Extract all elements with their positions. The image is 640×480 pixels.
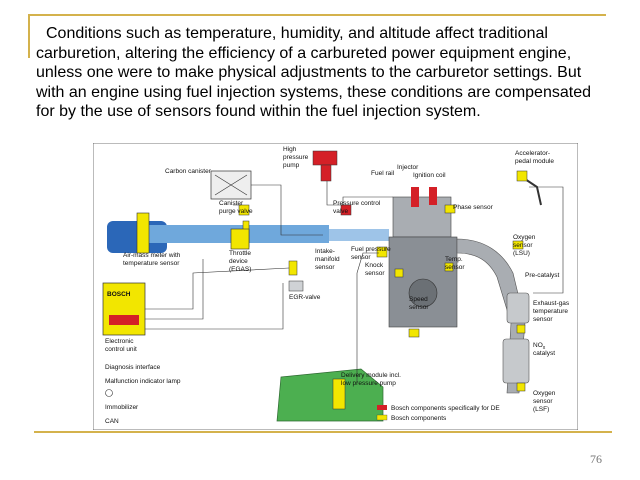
label-oxygen-lsu-2: sensor [513,242,533,249]
label-high-pressure-pump-3: pump [283,162,300,169]
exhaust-gas-temp-sensor [516,324,526,334]
label-air-mass-2: temperature sensor [123,260,180,267]
label-canister-purge-1: Canister [219,200,244,207]
label-oxygen-lsf-1: Oxygen [533,390,556,397]
label-knock-2: sensor [365,270,385,277]
fuel-injection-diagram: BOSCH Carbon canister High pressure pump… [93,143,578,430]
phase-sensor [444,204,456,214]
label-speed-2: sensor [409,304,429,311]
label-can: CAN [105,418,119,425]
label-delivery-2: low pressure pump [341,380,396,387]
label-delivery-1: Delivery module incl. [341,372,401,379]
canister-purge-valve [238,204,250,216]
label-nox-catalyst-2: catalyst [533,350,555,357]
label-nox-catalyst-1: NOx [533,342,546,351]
engine-block [388,196,458,328]
slide-bottom-rule [34,431,612,433]
diagram-legend: Bosch components specifically for DE Bos… [376,405,500,422]
oxygen-sensor-lsu [512,240,524,250]
bosch-logo: BOSCH [107,291,131,298]
page-number: 76 [590,452,602,466]
pressure-control-valve [340,204,352,216]
label-oxygen-lsu-1: Oxygen [513,234,536,241]
label-ecu-2: control unit [105,346,137,353]
label-temp-1: Temp. [445,256,463,263]
label-pre-catalyst: Pre-catalyst [525,272,560,279]
label-carbon-canister: Carbon canister [165,168,212,175]
label-exhaust-gas-3: sensor [533,316,553,323]
ignition-coil [429,187,437,205]
label-oxygen-lsu-3: (LSU) [513,250,530,257]
label-oxygen-lsf-3: (LSF) [533,406,549,413]
slide-top-rule [28,14,606,16]
oxygen-sensor-lsf [516,382,526,392]
label-ecu-1: Electronic [105,338,134,345]
throttle-device [230,228,250,250]
malfunction-lamp-icon [105,389,113,397]
label-fuel-rail: Fuel rail [371,170,395,177]
pre-catalyst [506,292,530,324]
label-exhaust-gas-2: temperature [533,308,568,315]
label-knock-1: Knock [365,262,384,269]
electronic-control-unit: BOSCH [102,282,146,336]
slide-paragraph-text: Conditions such as temperature, humidity… [36,25,591,120]
label-diagnosis-interface: Diagnosis interface [105,364,161,371]
temp-sensor [444,262,454,272]
label-temp-2: sensor [445,264,465,271]
label-speed-1: Speed [409,296,428,303]
air-mass-meter [136,212,150,254]
legend-swatch-de [377,405,387,410]
slide-paragraph: Conditions such as temperature, humidity… [36,24,614,122]
diagram-labels: Carbon canister High pressure pump Fuel … [105,146,570,425]
knock-sensor [394,268,404,278]
label-phase-sensor: Phase sensor [453,204,494,211]
slide-left-rule [28,14,30,58]
label-egr-valve: EGR-valve [289,294,321,301]
label-accelerator-1: Accelerator- [515,150,550,157]
fuel-pressure-sensor [376,246,388,258]
delivery-module [332,378,346,410]
label-immobilizer: Immobilizer [105,404,139,411]
speed-sensor [408,328,420,338]
fuel-injector [411,187,419,207]
label-throttle-1: Throttle [229,250,251,257]
label-pressure-control-2: valve [333,208,349,215]
legend-label-de: Bosch components specifically for DE [391,405,500,412]
exhaust-pipe [456,238,526,394]
label-canister-purge-2: purge valve [219,208,253,215]
label-throttle-3: (EGAS) [229,266,251,273]
label-accelerator-2: pedal module [515,158,554,165]
legend-label-bosch: Bosch components [391,415,447,422]
label-intake-manifold-2: manifold [315,256,340,263]
label-pressure-control-1: Pressure control [333,200,381,207]
label-throttle-2: device [229,258,248,265]
label-ignition-coil: Ignition coil [413,172,446,179]
label-oxygen-lsf-2: sensor [533,398,553,405]
label-air-mass-1: Air-mass meter with [123,252,181,259]
wiring [145,181,564,383]
fuel-tank [276,368,384,422]
egr-valve [288,280,304,292]
label-malfunction-lamp: Malfunction indicator lamp [105,378,181,385]
intake-manifold-sensor [288,260,298,276]
label-fuel-pressure-2: sensor [351,254,371,261]
high-pressure-pump [312,150,338,182]
label-intake-manifold-1: Intake- [315,248,335,255]
legend-swatch-bosch [376,414,388,421]
label-injector: Injector [397,164,419,171]
label-fuel-pressure-1: Fuel pressure [351,246,391,253]
label-high-pressure-pump-1: High [283,146,297,153]
label-exhaust-gas-1: Exhaust-gas [533,300,570,307]
nox-catalyst [502,338,530,384]
label-high-pressure-pump-2: pressure [283,154,309,161]
label-intake-manifold-3: sensor [315,264,335,271]
